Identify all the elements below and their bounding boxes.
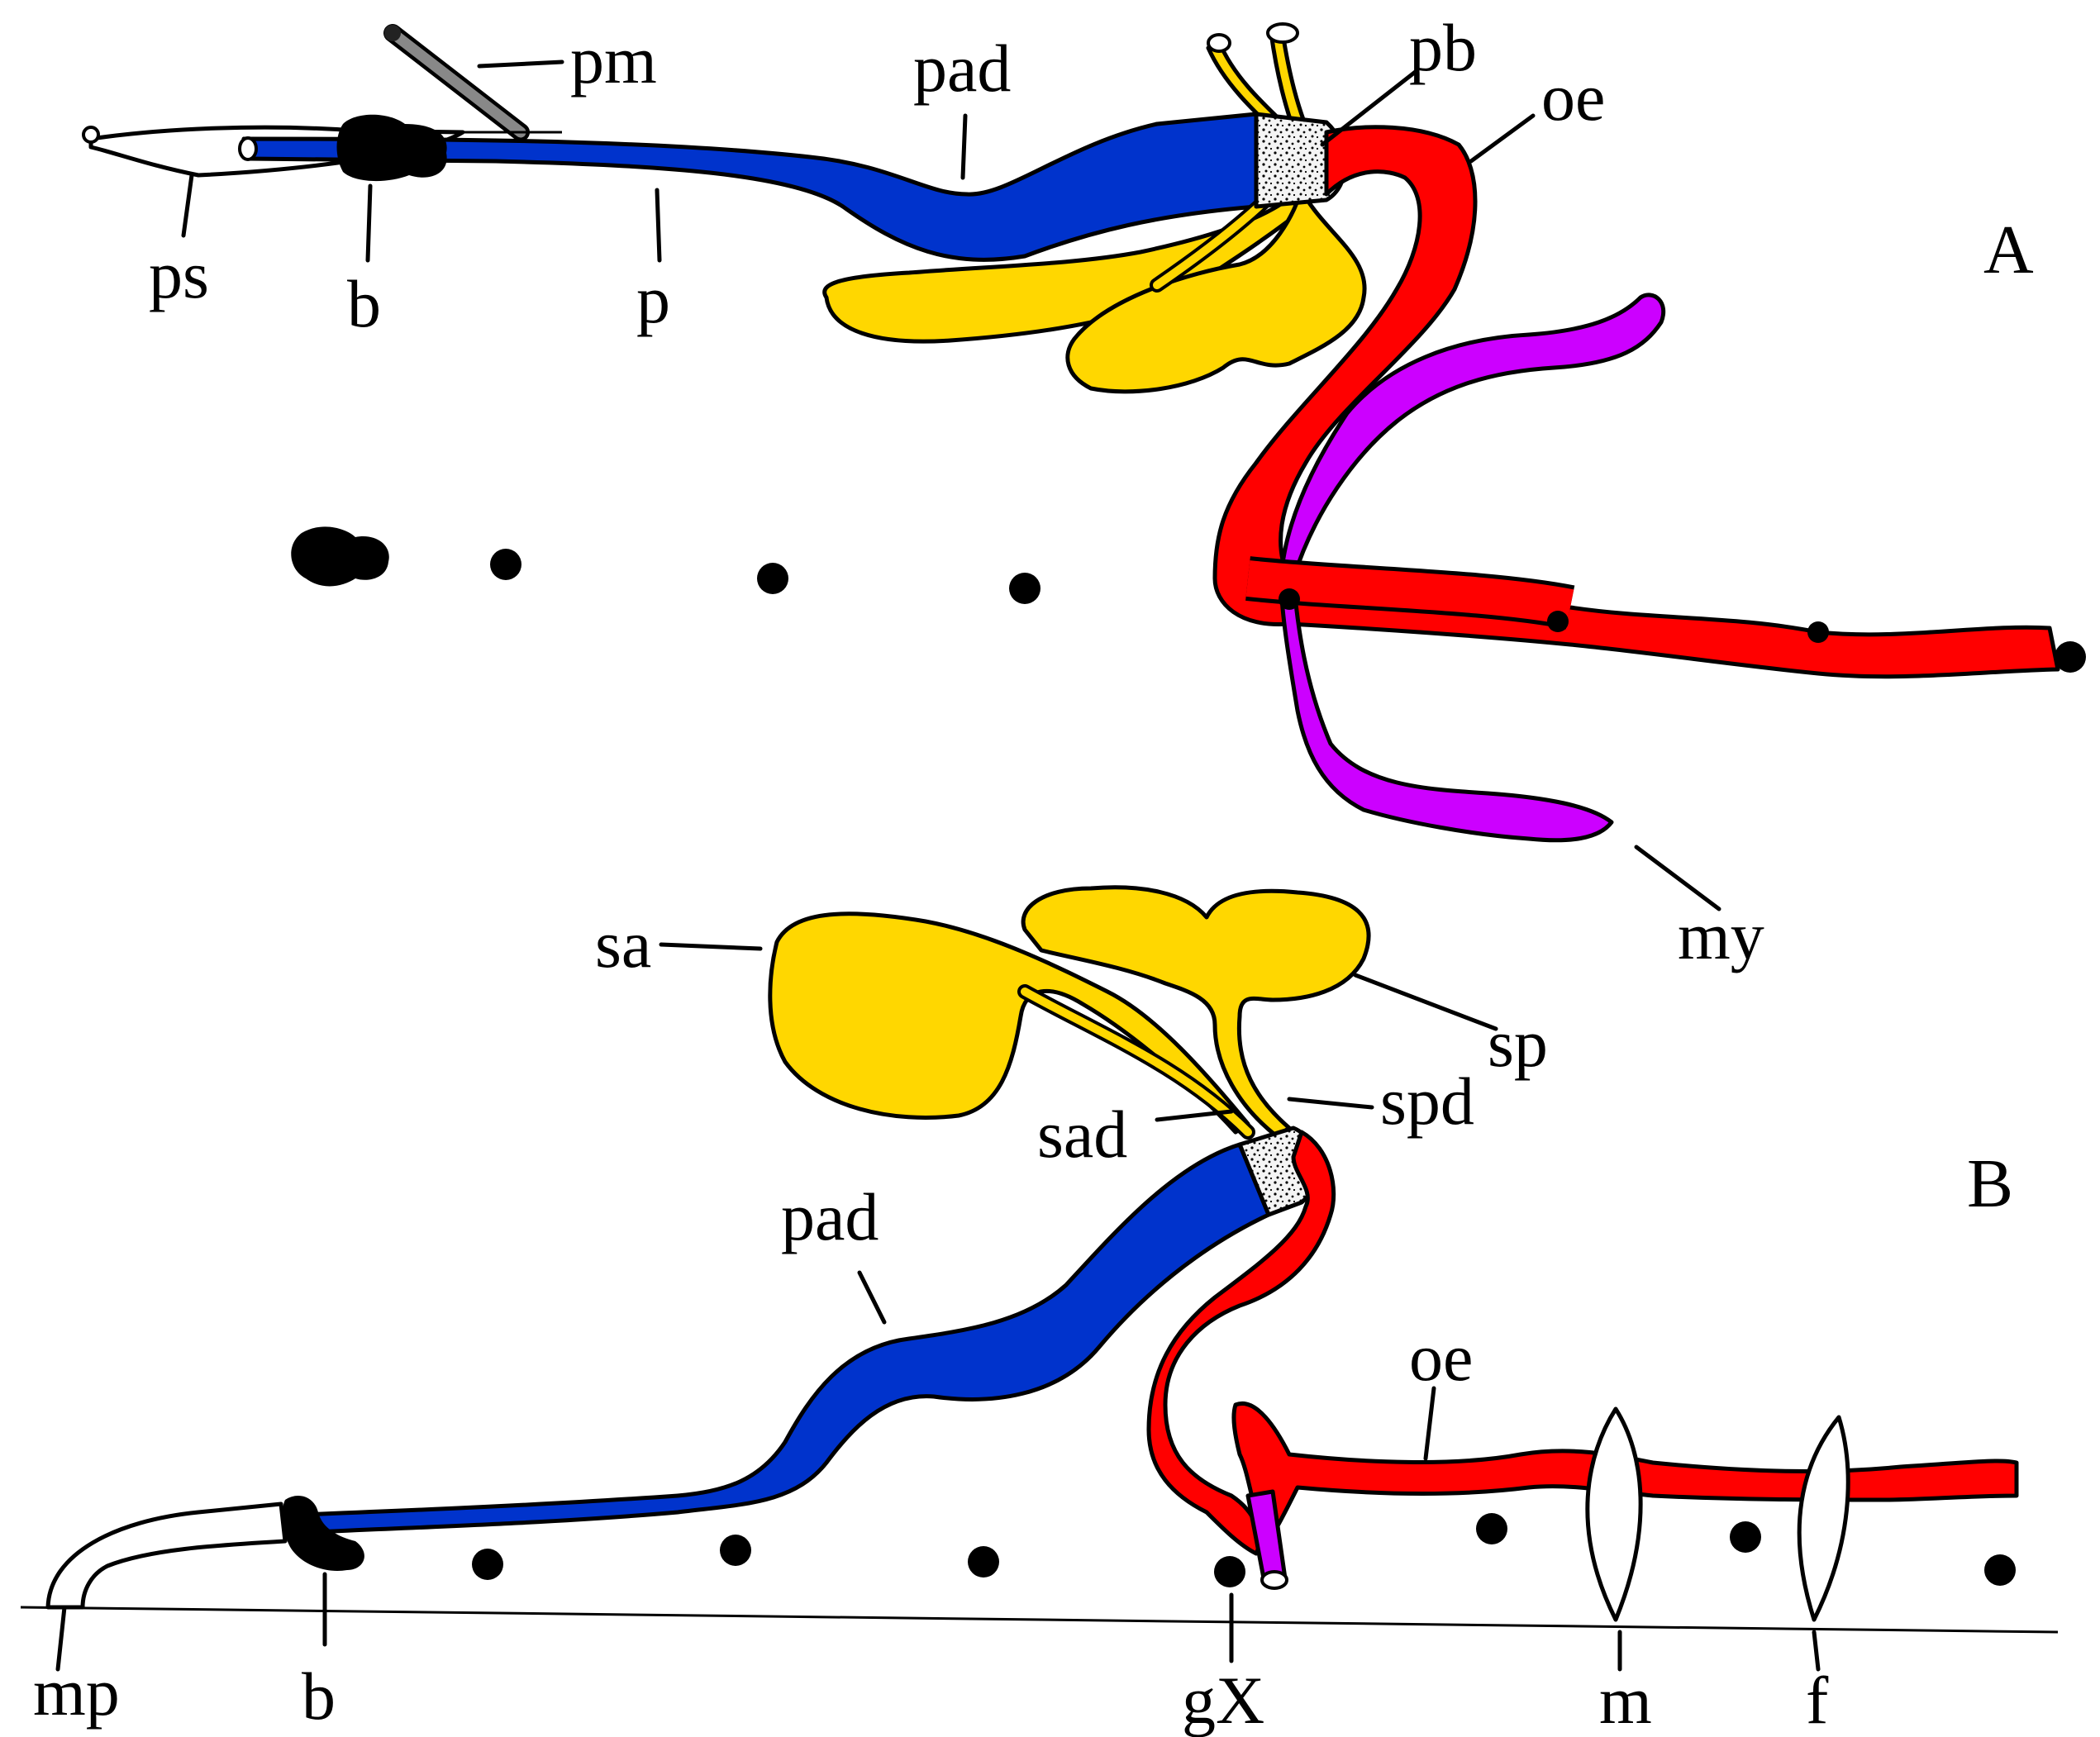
label-f: f bbox=[1806, 1663, 1829, 1737]
nerve-dot bbox=[720, 1535, 751, 1566]
panel-b: sa sp sad spd pad oe mp b gX m f B bbox=[20, 885, 2059, 1737]
nerve-dot bbox=[1009, 573, 1040, 604]
panel-a: pm pad pb oe ps b p my A bbox=[82, 10, 2086, 973]
septum-m bbox=[1585, 1406, 1643, 1622]
label-pb: pb bbox=[1409, 10, 1477, 85]
body-wall bbox=[20, 1606, 2059, 1634]
label-pm: pm bbox=[570, 22, 657, 98]
label-p: p bbox=[636, 262, 670, 337]
nerve-dot bbox=[1547, 611, 1569, 632]
nerve-dot bbox=[968, 1546, 999, 1578]
panel-label-a: A bbox=[1983, 212, 2034, 288]
nerve-dot bbox=[1214, 1556, 1245, 1587]
brain-a bbox=[291, 526, 389, 587]
gland-sac-b-1 bbox=[768, 911, 1250, 1135]
penis-sheath-b bbox=[45, 1501, 288, 1610]
oesophagus-a bbox=[1212, 125, 2060, 679]
panel-label-b: B bbox=[1967, 1145, 2013, 1222]
nerve-dot bbox=[757, 563, 788, 594]
nerve-dot bbox=[490, 549, 521, 580]
label-b-a: b bbox=[347, 266, 381, 341]
label-ps: ps bbox=[149, 237, 209, 312]
nerve-dot bbox=[1476, 1513, 1507, 1544]
gland-sac-a-2 bbox=[1065, 188, 1367, 394]
label-pad-a: pad bbox=[913, 31, 1011, 106]
label-gX: gX bbox=[1182, 1663, 1264, 1737]
nerve-dot bbox=[1279, 588, 1300, 610]
label-m: m bbox=[1599, 1663, 1652, 1737]
bulb-a bbox=[336, 114, 447, 182]
septum-f bbox=[1797, 1415, 1850, 1622]
label-oe-b: oe bbox=[1409, 1320, 1473, 1395]
label-spd: spd bbox=[1380, 1064, 1474, 1139]
gland-sac-b-2 bbox=[1021, 885, 1371, 1139]
label-oe-a: oe bbox=[1541, 59, 1605, 135]
label-sa: sa bbox=[595, 907, 651, 982]
label-sad: sad bbox=[1037, 1097, 1127, 1172]
label-sp: sp bbox=[1488, 1006, 1548, 1081]
myo-structure-a bbox=[1279, 293, 1666, 843]
nerve-dot bbox=[1984, 1554, 2016, 1586]
label-b-b: b bbox=[302, 1658, 336, 1734]
nerve-dot bbox=[1807, 621, 1829, 643]
label-my: my bbox=[1678, 898, 1764, 973]
nerve-dot bbox=[472, 1549, 503, 1580]
label-mp: mp bbox=[33, 1654, 120, 1730]
nerve-dot bbox=[1730, 1521, 1761, 1553]
bulb-b bbox=[282, 1496, 364, 1571]
penis-b bbox=[188, 1142, 1271, 1540]
penis-a bbox=[241, 112, 1259, 262]
nerve-dot bbox=[2055, 641, 2086, 673]
label-pad-b: pad bbox=[781, 1179, 879, 1254]
